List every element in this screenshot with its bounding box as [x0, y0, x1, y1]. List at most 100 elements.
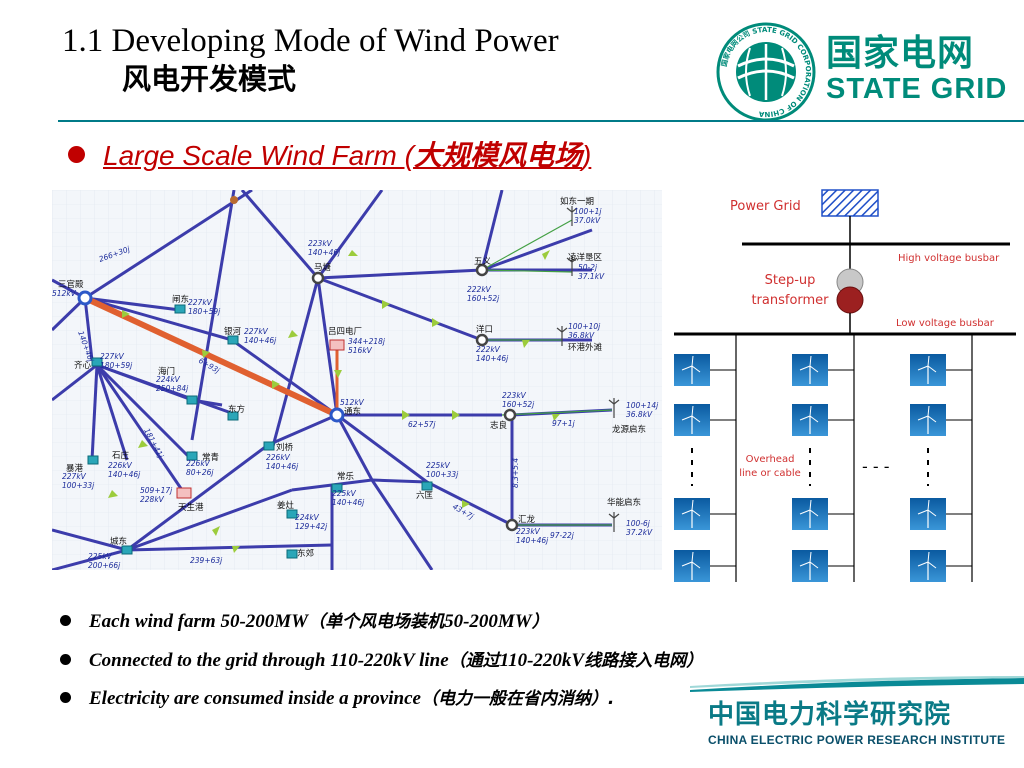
substation-markers [87, 304, 433, 559]
wind-turbine-icon [566, 206, 578, 226]
wind-turbine-icon [909, 353, 947, 387]
subtitle-zh: 大规模风电场 [413, 139, 582, 172]
bullet-1-zh-close: ） [531, 612, 549, 632]
wind-turbine-icons [556, 206, 620, 532]
node-liuqiao [263, 441, 275, 451]
wind-turbine-icon [909, 497, 947, 531]
bullet-3: Electricity are consumed inside a provin… [60, 684, 614, 710]
wind-turbine-icon [673, 497, 711, 531]
node-zhiliang [503, 408, 517, 422]
flow-f6: 8.3+5.4 [511, 458, 520, 488]
label-huangang: 环港外滩 [568, 342, 603, 353]
label-wuyi: 五义 [474, 257, 492, 267]
transformer-label-line2: transformer [751, 293, 829, 308]
node-yinhe [227, 335, 239, 345]
bullet-3-en: Electricity are consumed inside a provin… [89, 688, 421, 709]
wind-turbine-icon [791, 549, 829, 583]
power-grid-label: Power Grid [730, 199, 801, 214]
wind-turbine-icon [791, 497, 829, 531]
flow-f9: 239+63j [190, 556, 223, 565]
label-changqing: 常青 [202, 452, 219, 463]
label-jiangang: 暴港 [66, 463, 84, 474]
node-huilong [505, 518, 519, 532]
bullet-2-zh2: 线路接入电网 [584, 651, 687, 671]
state-grid-logo: 国家电网公司 STATE GRID CORPORATION OF CHINA [716, 22, 816, 122]
overhead-label-line2: line or cable [739, 468, 801, 479]
label-qixin: 齐心 [74, 360, 92, 371]
wind-turbine-icon [566, 256, 578, 276]
ultra-high-voltage-line [83, 295, 339, 418]
brand-chinese: 国家电网 [826, 33, 975, 74]
node-haimen [186, 395, 198, 405]
bullet-1-en: Each wind farm 50-200MW [89, 611, 309, 632]
flow-f4: 62+57j [408, 420, 436, 429]
bullet-2-zh-close: ） [686, 651, 704, 671]
label-sanguandian: 三官殿 [58, 279, 84, 290]
label-lingyang: 凌洋垦区 [568, 252, 603, 263]
node-lvsi [329, 339, 345, 351]
label-rudong1: 如东一期 [560, 196, 594, 207]
node-matang [311, 271, 325, 285]
transformer-label: Step-up transformer [751, 273, 829, 308]
overhead-label-line1: Overhead [746, 454, 795, 465]
flow-arrows [108, 250, 560, 553]
wind-turbine-icon [791, 353, 829, 387]
overhead-label: Overhead line or cable [739, 454, 801, 479]
wind-turbine-icon [556, 326, 568, 346]
slide-title: 1.1 Developing Mode of Wind Power [62, 23, 559, 59]
220kv-substations [311, 263, 519, 532]
transformer-label-line1: Step-up [765, 273, 816, 288]
value-sanguandian: 512kV [52, 289, 77, 298]
label-yangkou: 洋口 [476, 324, 493, 335]
node-changle [331, 483, 343, 493]
subtitle-bullet [68, 145, 85, 163]
label-zhiliang: 志良 [490, 420, 508, 431]
flow-f8: 97-22j [550, 531, 575, 540]
bullet-dot [60, 654, 71, 666]
label-jiangzao: 姜灶 [277, 500, 295, 511]
label-chengdong: 城东 [110, 536, 127, 547]
flow-f5: 97+1j [552, 419, 576, 428]
footer-institute-chinese: 中国电力科学研究院 [708, 700, 952, 730]
bullet-dot [60, 615, 71, 627]
wind-turbine-icon [673, 549, 711, 583]
bullet-dot [60, 692, 71, 704]
label-dongfang: 东方 [228, 404, 245, 415]
wind-turbine-icon [791, 403, 829, 437]
node-tianshenggang [176, 487, 192, 499]
grid-network-map: 三官殿 马塘 五义 洋口 如东一期 凌洋垦区 环港外滩 龙源启东 华能启东 吕四… [52, 190, 662, 570]
label-huilong: 汇龙 [518, 514, 536, 525]
value-tongdong: 512kV [340, 398, 365, 407]
label-changle: 常乐 [337, 471, 355, 482]
node-minghe [174, 304, 186, 314]
node-tongdong [329, 407, 345, 423]
label-huaneng: 华能启东 [607, 497, 641, 508]
bullet-2: Connected to the grid through 110-220kV … [60, 646, 703, 672]
label-matang: 马塘 [314, 262, 332, 273]
node-shizhuang [186, 451, 198, 461]
label-dongjiao: 东郊 [297, 548, 315, 559]
header-rule [58, 120, 1024, 122]
wind-turbine-icon [673, 403, 711, 437]
node-jiangzao [286, 509, 298, 519]
